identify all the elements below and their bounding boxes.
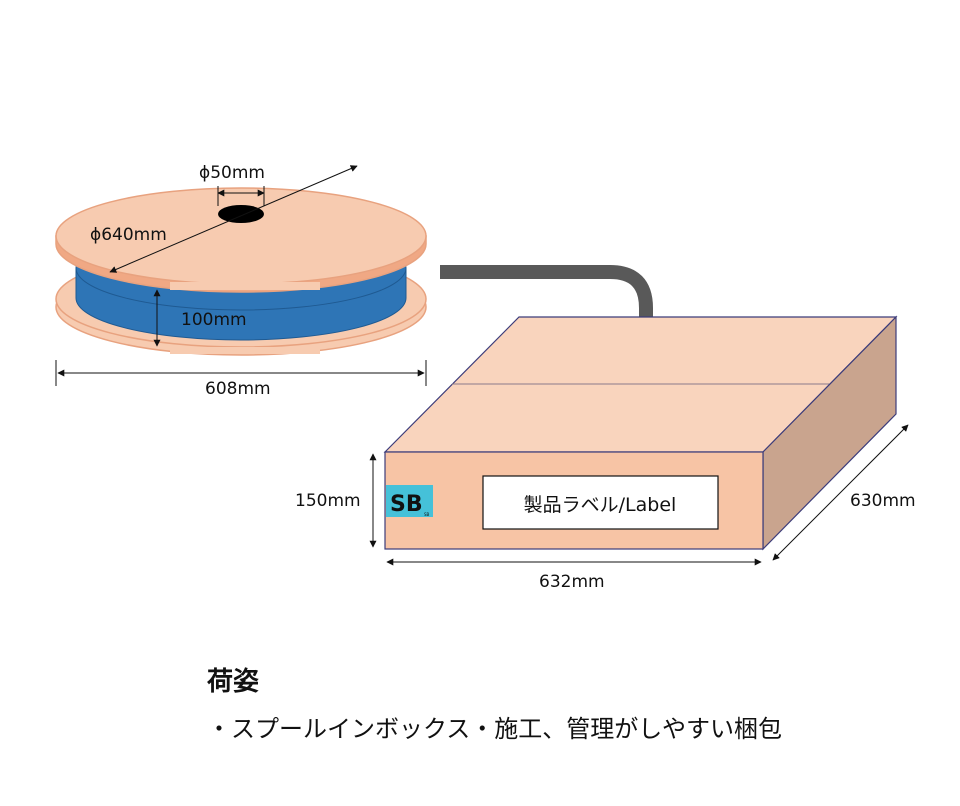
sb-badge-text: SB	[390, 492, 423, 517]
flange-diameter-label: ϕ640mm	[90, 225, 167, 245]
hole-diameter-label: ϕ50mm	[199, 163, 265, 183]
sb-badge	[386, 485, 433, 517]
product-label-text: 製品ラベル/Label	[524, 494, 677, 516]
cable-width-label: 100mm	[181, 310, 247, 330]
flange-diameter-line	[109, 165, 358, 273]
box-depth-line	[772, 424, 909, 561]
spool: ϕ50mm ϕ640mm 100mm 608mm	[55, 163, 427, 399]
flow-arrow	[440, 265, 653, 356]
product-label-box	[482, 475, 719, 530]
box-depth-label: 630mm	[850, 491, 916, 511]
caption-title: 荷姿	[207, 667, 260, 697]
spool-center-hole	[218, 205, 264, 223]
caption-description: ・スプールインボックス・施工、管理がしやすい梱包	[207, 715, 783, 743]
sb-badge-small-text: SB	[424, 512, 430, 517]
overall-width-label: 608mm	[205, 379, 271, 399]
box-height-label: 150mm	[295, 491, 361, 511]
box: SB SB 製品ラベル/Label 150mm 632mm 630mm	[295, 315, 916, 592]
box-width-label: 632mm	[539, 572, 605, 592]
